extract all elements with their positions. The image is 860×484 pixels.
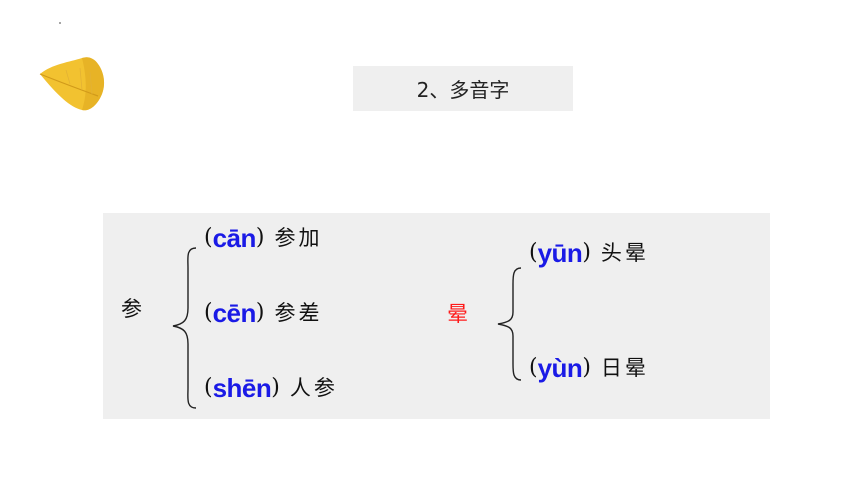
pinyin-text: cēn [212, 298, 257, 328]
reading-row: ( yūn ) 头晕 [529, 237, 649, 269]
reading-row: ( cān ) 参加 [204, 222, 323, 254]
close-paren: ) [255, 300, 265, 325]
pinyin-text: yùn [537, 353, 583, 383]
pinyin-text: yūn [537, 238, 583, 268]
close-paren: ) [255, 225, 265, 250]
close-paren: ) [582, 355, 591, 380]
example-word: 参加 [274, 226, 323, 250]
example-word: 人参 [289, 376, 338, 400]
open-paren: ( [204, 300, 213, 325]
open-paren: ( [529, 240, 538, 265]
slide-title: 2、多音字 [353, 66, 573, 111]
example-word: 头晕 [600, 241, 649, 265]
reading-row: ( cēn ) 参差 [204, 297, 323, 329]
open-paren: ( [204, 375, 213, 400]
open-paren: ( [204, 225, 213, 250]
polyphone-character-yun: 晕 [447, 302, 468, 326]
reading-row: ( shēn ) 人参 [204, 372, 338, 404]
left-brace-icon [172, 247, 197, 409]
example-word: 日晕 [600, 356, 649, 380]
example-word: 参差 [274, 301, 323, 325]
decorative-dot [59, 22, 61, 24]
close-paren: ) [271, 375, 280, 400]
content-panel [103, 213, 770, 419]
pinyin-text: cān [212, 223, 257, 253]
close-paren: ) [582, 240, 591, 265]
yellow-leaf-icon [39, 57, 105, 111]
pinyin-text: shēn [212, 373, 272, 403]
left-brace-icon [497, 267, 522, 381]
polyphone-character-can: 参 [121, 297, 142, 321]
open-paren: ( [529, 355, 538, 380]
reading-row: ( yùn ) 日晕 [529, 352, 649, 384]
